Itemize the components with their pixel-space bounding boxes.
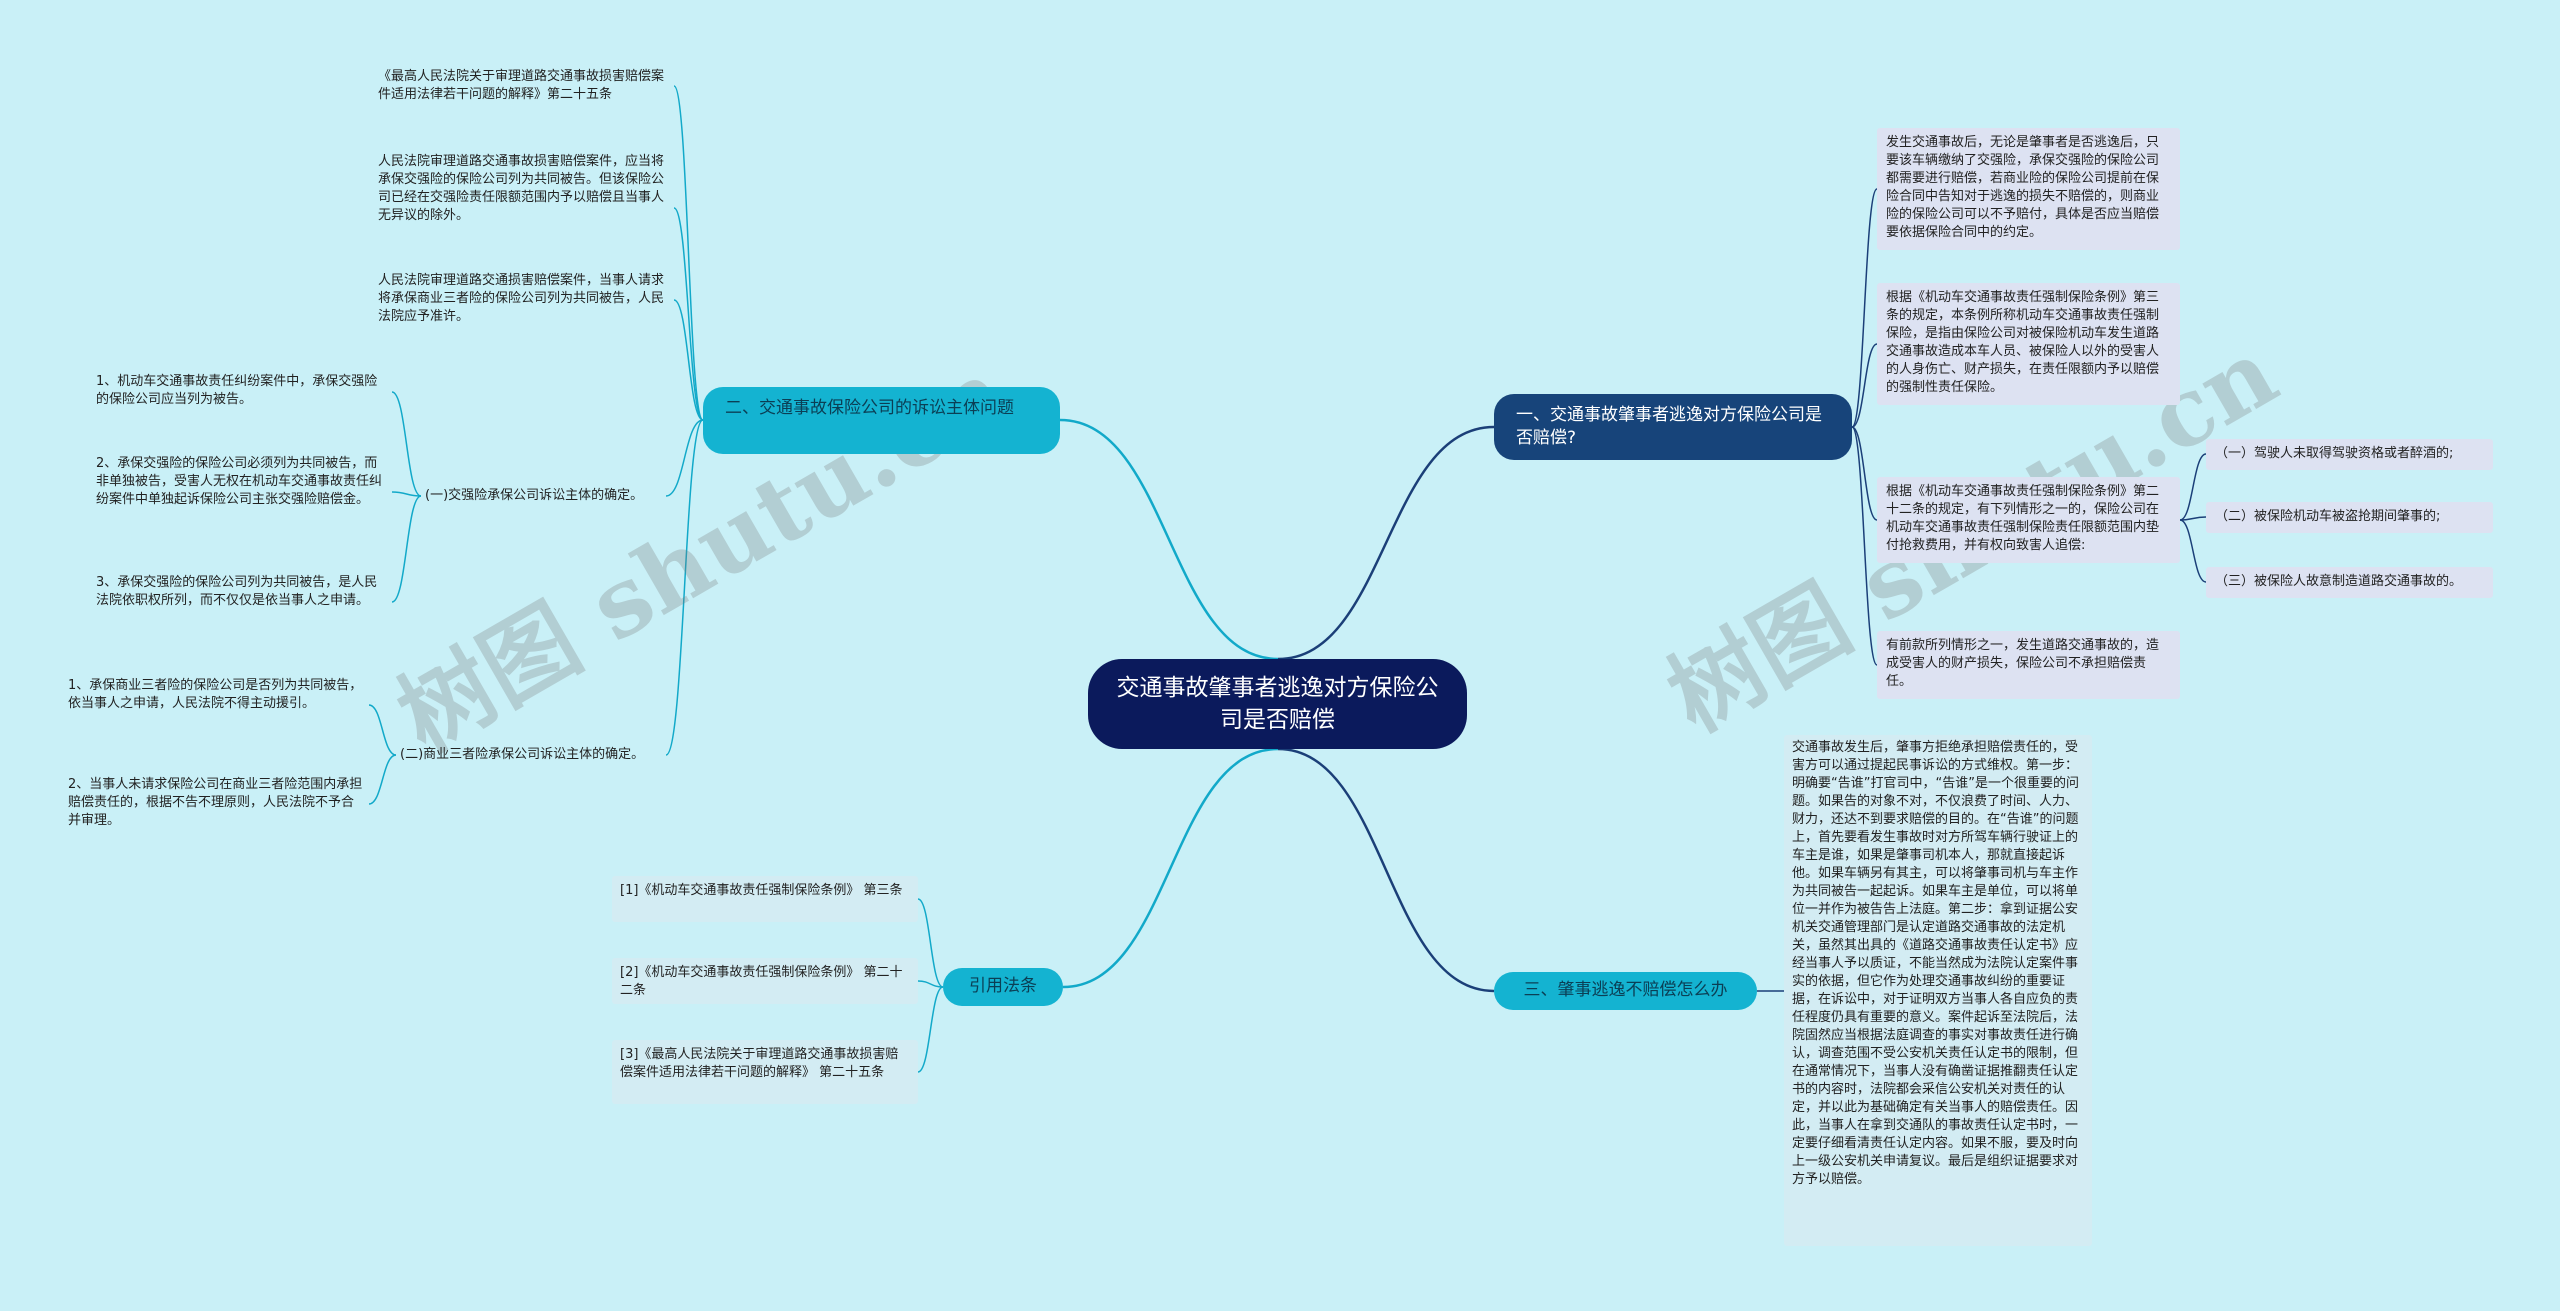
link-sub1-point-1	[391, 491, 422, 497]
link-branch4-cite-1	[917, 980, 944, 988]
detail-box-compulsory-insurance-pay[interactable]: 发生交通事故后，无论是肇事者是否逃逸后，只要该车辆缴纳了交强险，承保交强险的保险…	[1877, 128, 2180, 250]
link-branch4-cite-0	[917, 898, 944, 988]
link-root-branch4	[1062, 747, 1279, 989]
link-root-branch3	[1277, 747, 1495, 993]
link-branch1-item-0	[1851, 188, 1878, 428]
link-sub1-point-0	[391, 391, 422, 497]
detail-box-remedy-steps[interactable]: 交通事故发生后，肇事方拒绝承担赔偿责任的，受害方可以通过提起民事诉讼的方式维权。…	[1784, 735, 2092, 1246]
link-branch1-item-2	[1851, 426, 1878, 521]
link-article22-cond-2	[2179, 519, 2207, 583]
link-root-branch1	[1277, 425, 1495, 661]
root-topic[interactable]: 交通事故肇事者逃逸对方保险公司是否赔偿	[1088, 659, 1467, 749]
detail-box-property-loss[interactable]: 有前款所列情形之一，发生道路交通事故的，造成受害人的财产损失，保险公司不承担赔偿…	[1877, 631, 2180, 699]
subtopic-compulsory-subject[interactable]: (一)交强险承保公司诉讼主体的确定。	[425, 488, 644, 503]
link-branch2-item-4	[665, 419, 704, 756]
detail-text-interpretation-article-25[interactable]: 《最高人民法院关于审理道路交通事故损害赔偿案件适用法律若干问题的解释》第二十五条	[378, 69, 665, 102]
citation-item-2[interactable]: [2]《机动车交通事故责任强制保险条例》 第二十二条	[612, 958, 918, 1004]
link-root-branch2	[1059, 418, 1279, 661]
compulsory-point-3[interactable]: 3、承保交强险的保险公司列为共同被告，是人民法院依职权所列，而不仅仅是依当事人之…	[96, 575, 378, 608]
detail-text-compulsory-co-defendant[interactable]: 人民法院审理道路交通事故损害赔偿案件，应当将承保交强险的保险公司列为共同被告。但…	[378, 154, 665, 223]
condition-item-1[interactable]: （一）驾驶人未取得驾驶资格或者醉酒的;	[2206, 439, 2493, 470]
citation-item-3[interactable]: [3]《最高人民法院关于审理道路交通事故损害赔偿案件适用法律若干问题的解释》 第…	[612, 1040, 918, 1104]
compulsory-point-2[interactable]: 2、承保交强险的保险公司必须列为共同被告，而非单独被告，受害人无权在机动车交通事…	[96, 456, 383, 507]
link-branch2-item-3	[665, 419, 704, 497]
branch-litigation-subject[interactable]: 二、交通事故保险公司的诉讼主体问题	[703, 387, 1060, 454]
link-sub1-point-2	[391, 495, 422, 603]
branch-cited-laws[interactable]: 引用法条	[943, 968, 1063, 1006]
link-branch1-item-3	[1851, 426, 1878, 666]
link-branch2-item-1	[673, 207, 704, 421]
condition-item-2[interactable]: （二）被保险机动车被盗抢期间肇事的;	[2206, 502, 2493, 533]
detail-box-article-3[interactable]: 根据《机动车交通事故责任强制保险条例》第三条的规定，本条例所称机动车交通事故责任…	[1877, 283, 2180, 405]
link-branch2-item-0	[673, 85, 704, 421]
commercial-point-1[interactable]: 1、承保商业三者险的保险公司是否列为共同被告，依当事人之申请，人民法院不得主动援…	[68, 678, 363, 711]
link-sub2-point-1	[368, 754, 397, 805]
branch-hit-and-run-remedy[interactable]: 三、肇事逃逸不赔偿怎么办	[1494, 972, 1757, 1010]
detail-text-commercial-co-defendant[interactable]: 人民法院审理道路交通损害赔偿案件，当事人请求将承保商业三者险的保险公司列为共同被…	[378, 273, 665, 324]
citation-item-1[interactable]: [1]《机动车交通事故责任强制保险条例》 第三条	[612, 876, 918, 922]
link-branch4-cite-2	[917, 986, 944, 1073]
commercial-point-2[interactable]: 2、当事人未请求保险公司在商业三者险范围内承担赔偿责任的，根据不告不理原则，人民…	[68, 777, 363, 828]
detail-box-article-22[interactable]: 根据《机动车交通事故责任强制保险条例》第二十二条的规定，有下列情形之一的，保险公…	[1877, 477, 2180, 563]
link-article22-cond-0	[2179, 453, 2207, 521]
link-branch1-item-1	[1851, 343, 1878, 428]
subtopic-commercial-subject[interactable]: (二)商业三者险承保公司诉讼主体的确定。	[400, 747, 645, 762]
condition-item-3[interactable]: （三）被保险人故意制造道路交通事故的。	[2206, 567, 2493, 598]
link-article22-cond-1	[2179, 516, 2207, 521]
link-branch2-item-2	[673, 299, 704, 421]
compulsory-point-1[interactable]: 1、机动车交通事故责任纠纷案件中，承保交强险的保险公司应当列为被告。	[96, 374, 378, 407]
link-sub2-point-0	[368, 704, 397, 756]
branch-escape-insurance[interactable]: 一、交通事故肇事者逃逸对方保险公司是否赔偿?	[1494, 394, 1852, 460]
